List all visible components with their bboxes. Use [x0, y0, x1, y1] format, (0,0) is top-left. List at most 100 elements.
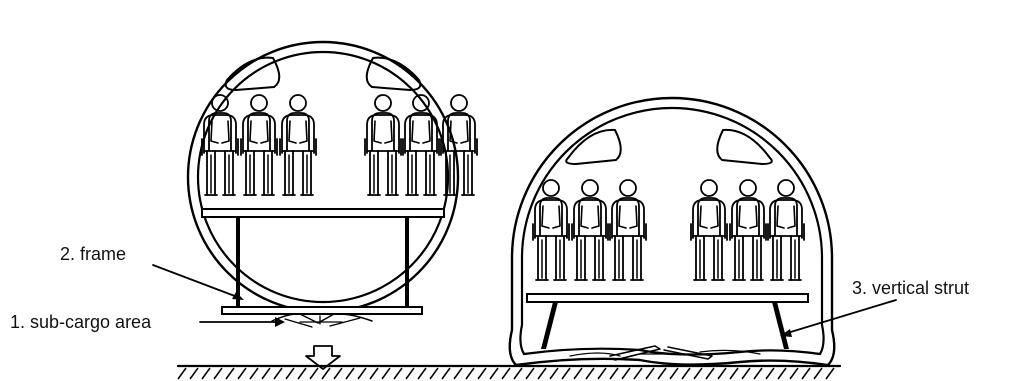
- hatch-mark: [465, 367, 475, 380]
- hatch-mark: [477, 367, 487, 380]
- hatch-mark: [513, 367, 523, 380]
- arrowhead-icon: [275, 317, 285, 327]
- hatch-mark: [297, 367, 307, 380]
- hatch-mark: [345, 367, 355, 380]
- seated-passenger-icon: [609, 179, 647, 281]
- hatch-mark: [321, 367, 331, 380]
- hatch-mark: [441, 367, 451, 380]
- hatch-mark: [501, 367, 511, 380]
- hatch-mark: [753, 367, 763, 380]
- callout-vertical-strut: 3. vertical strut: [780, 278, 969, 337]
- hatch-mark: [681, 367, 691, 380]
- hatch-mark: [381, 367, 391, 380]
- seated-passenger-icon: [767, 179, 805, 281]
- hatch-mark: [405, 367, 415, 380]
- seated-passenger-icon: [364, 94, 402, 196]
- seated-passenger-icon: [571, 179, 609, 281]
- hatch-mark: [549, 367, 559, 380]
- hatch-mark: [621, 367, 631, 380]
- hatch-mark: [453, 367, 463, 380]
- hatch-mark: [249, 367, 259, 380]
- hatch-mark: [261, 367, 271, 380]
- sub-cargo-area: [271, 313, 373, 324]
- hatch-mark: [741, 367, 751, 380]
- seated-passenger-icon: [729, 179, 767, 281]
- hatch-mark: [489, 367, 499, 380]
- hatch-mark: [585, 367, 595, 380]
- hatch-mark: [669, 367, 679, 380]
- label-sub-cargo-area: 1. sub-cargo area: [10, 312, 152, 332]
- fuselage-outer-skin: [508, 96, 836, 367]
- ground-hatching: [177, 367, 835, 380]
- intact-fuselage: [186, 40, 478, 370]
- callout-sub-cargo-area: 1. sub-cargo area: [10, 312, 285, 332]
- cargo-floor: [221, 306, 423, 315]
- sub-cargo-debris: [569, 349, 761, 357]
- hatch-mark: [417, 367, 427, 380]
- down-arrow-icon: [305, 345, 341, 370]
- hatch-mark: [609, 367, 619, 380]
- vertical-strut: [236, 217, 240, 307]
- hatch-mark: [717, 367, 727, 380]
- hatch-mark: [285, 367, 295, 380]
- overhead-bin-icon: [716, 128, 773, 165]
- crushed-fuselage: [508, 96, 836, 367]
- hatch-mark: [789, 367, 799, 380]
- hatch-mark: [225, 367, 235, 380]
- hatch-mark: [801, 367, 811, 380]
- hatch-mark: [525, 367, 535, 380]
- vertical-strut: [541, 302, 558, 349]
- hatch-mark: [729, 367, 739, 380]
- hatch-mark: [825, 367, 835, 380]
- seated-passenger-icon: [532, 179, 570, 281]
- cabin-floor: [201, 208, 445, 218]
- hatch-mark: [237, 367, 247, 380]
- hatch-mark: [597, 367, 607, 380]
- hatch-mark: [429, 367, 439, 380]
- hatch-mark: [813, 367, 823, 380]
- sub-cargo-debris: [284, 315, 361, 328]
- frame-ring: [196, 50, 450, 304]
- hatch-mark: [633, 367, 643, 380]
- seated-passenger-icon: [279, 94, 317, 196]
- hatch-mark: [657, 367, 667, 380]
- hatch-mark: [333, 367, 343, 380]
- hatch-mark: [309, 367, 319, 380]
- hatch-mark: [213, 367, 223, 380]
- cabin-floor: [526, 293, 809, 303]
- hatch-mark: [777, 367, 787, 380]
- crushed-cargo-floor: [609, 345, 661, 361]
- leader-line: [783, 299, 897, 335]
- hatch-mark: [705, 367, 715, 380]
- hatch-mark: [693, 367, 703, 380]
- hatch-mark: [189, 367, 199, 380]
- vertical-strut: [405, 217, 409, 307]
- hatch-mark: [369, 367, 379, 380]
- hatch-mark: [177, 367, 187, 380]
- seated-passenger-icon: [201, 94, 239, 196]
- leader-line: [152, 264, 241, 299]
- seated-passenger-icon: [240, 94, 278, 196]
- arrowhead-icon: [232, 292, 244, 300]
- seated-passenger-icon: [402, 94, 440, 196]
- callout-frame: 2. frame: [60, 244, 244, 300]
- seated-passenger-icon: [690, 179, 728, 281]
- hatch-mark: [357, 367, 367, 380]
- hatch-mark: [561, 367, 571, 380]
- hatch-mark: [201, 367, 211, 380]
- overhead-bin-icon: [365, 56, 422, 91]
- hatch-mark: [537, 367, 547, 380]
- hatch-mark: [765, 367, 775, 380]
- hatch-mark: [645, 367, 655, 380]
- arrowhead-icon: [780, 329, 792, 337]
- hatch-mark: [393, 367, 403, 380]
- overhead-bin-icon: [224, 56, 281, 91]
- vertical-strut: [772, 302, 789, 349]
- hatch-mark: [273, 367, 283, 380]
- label-vertical-strut: 3. vertical strut: [852, 278, 969, 298]
- ground: [176, 364, 842, 380]
- label-frame: 2. frame: [60, 244, 126, 264]
- overhead-bin-icon: [565, 128, 622, 165]
